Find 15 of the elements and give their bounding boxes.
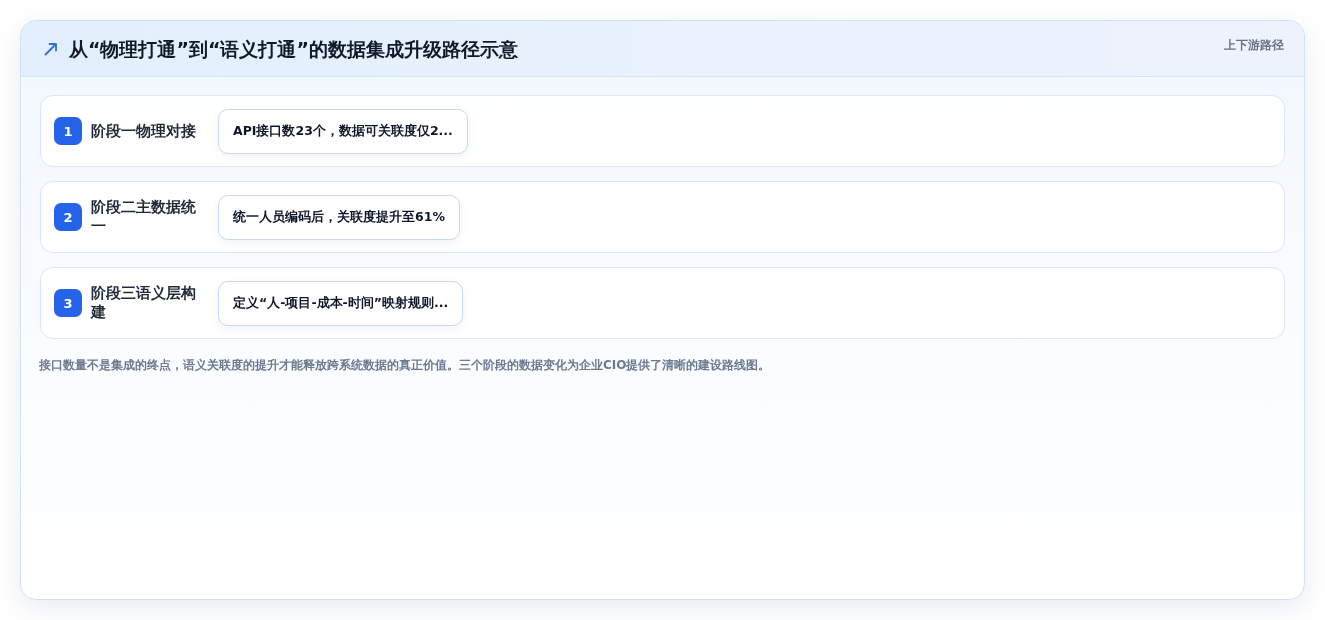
- stage-row: [40, 95, 1285, 167]
- header-tag: 上下游路径: [1224, 37, 1284, 53]
- step-number: 1: [54, 117, 82, 145]
- step-number: 3: [54, 289, 82, 317]
- stage-row: [40, 181, 1285, 253]
- stage-label: 阶段二主数据统一: [91, 198, 197, 236]
- footnote: 接口数量不是集成的终点，语义关联度的提升才能释放跨系统数据的真正价值。三个阶段的数据变化为企业CIO提供了清晰的建设路线图。: [39, 357, 771, 373]
- metric-note-card: 统一人员编码后，关联度提升至61%: [218, 194, 460, 240]
- title: 从“物理打通”到“语义打通”的数据集成升级路径示意: [69, 36, 518, 61]
- stage-label: 阶段三语义层构建: [91, 284, 197, 322]
- stage-label: 阶段一物理对接: [91, 121, 197, 141]
- metric-note-card: 定义“人-项目-成本-时间”映射规则...: [218, 280, 464, 326]
- metric-note-card: API接口数23个，数据可关联度仅2...: [218, 108, 468, 154]
- stage-row: [40, 267, 1285, 339]
- step-number: 2: [54, 203, 82, 231]
